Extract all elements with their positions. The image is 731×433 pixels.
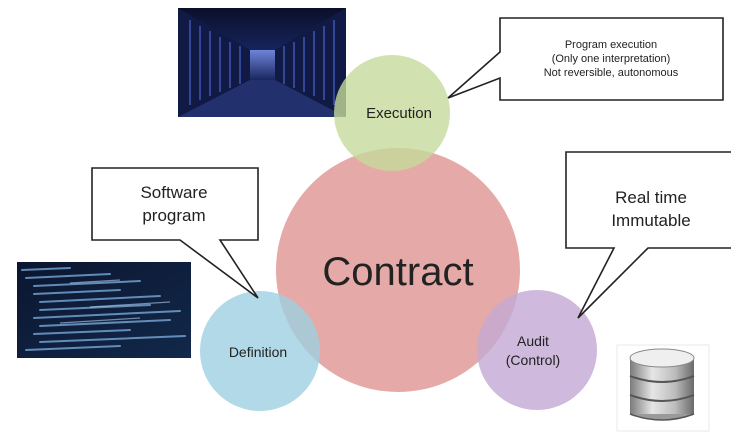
contract-circle bbox=[276, 148, 520, 392]
definition-label: Definition bbox=[229, 344, 287, 360]
execution-callout-line1: Program execution bbox=[565, 39, 657, 51]
audit-sublabel: (Control) bbox=[506, 352, 560, 368]
definition-callout: Software program bbox=[91, 167, 259, 299]
audit-callout-line2: Immutable bbox=[611, 211, 690, 230]
audit-circle bbox=[477, 290, 597, 410]
execution-callout-line3: Not reversible, autonomous bbox=[544, 67, 679, 79]
source-code-screen bbox=[17, 262, 191, 358]
execution-circle bbox=[334, 55, 450, 171]
execution-callout: Program execution (Only one interpretati… bbox=[447, 17, 724, 101]
server-room-photo bbox=[178, 8, 346, 117]
definition-callout-line2: program bbox=[142, 206, 205, 225]
audit-callout-line1: Real time bbox=[615, 188, 687, 207]
database-icon bbox=[616, 344, 710, 432]
execution-label: Execution bbox=[366, 105, 432, 122]
definition-callout-line1: Software bbox=[140, 183, 207, 202]
audit-label: Audit bbox=[517, 333, 549, 349]
definition-circle bbox=[200, 291, 320, 411]
contract-label: Contract bbox=[322, 250, 473, 294]
audit-callout: Real time Immutable bbox=[565, 151, 731, 319]
execution-callout-line2: (Only one interpretation) bbox=[552, 53, 671, 65]
